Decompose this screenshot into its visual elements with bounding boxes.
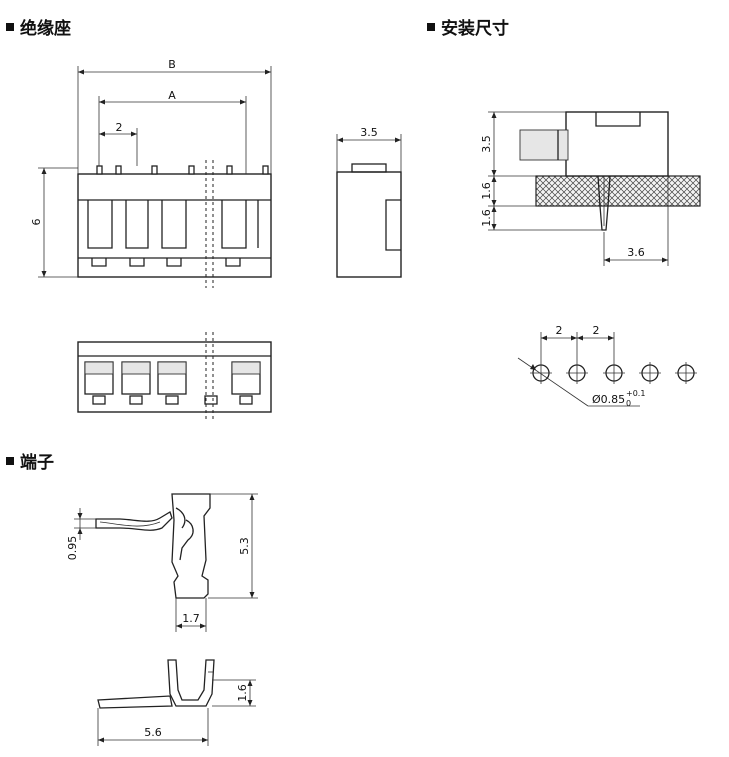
bullet-square-icon — [6, 456, 14, 465]
dim-board: 1.6 — [480, 182, 493, 200]
dim-term-thick: 0.95 — [66, 536, 79, 561]
housing-front-view: B A 2 6 — [30, 58, 272, 288]
mounting-title: 安装尺寸 — [441, 19, 509, 39]
dim-hole-pitch-1: 2 — [556, 324, 563, 337]
dim-hole-dia: Ø0.85 — [592, 393, 625, 406]
dim-mount-height: 3.5 — [480, 135, 493, 153]
dim-hole-pitch-2: 2 — [593, 324, 600, 337]
dim-term-height: 5.3 — [238, 537, 251, 555]
dim-A: A — [168, 89, 176, 102]
dim-pitch: 2 — [116, 121, 123, 134]
dim-depth: 3.5 — [360, 126, 378, 139]
hole-pattern: 2 2 Ø0.85 +0.1 0 — [517, 324, 697, 408]
dim-term-width: 1.7 — [182, 612, 200, 625]
bullet-square-icon — [6, 22, 14, 31]
terminal-side-view: 0.95 5.3 1.7 — [66, 493, 258, 632]
terminal-bottom-view: 1.6 5.6 — [97, 659, 256, 746]
bullet-square-icon — [427, 22, 435, 31]
terminal-title: 端子 — [20, 453, 54, 473]
section-heading-terminal: 端子 — [6, 448, 54, 473]
dim-B: B — [168, 58, 176, 71]
mounting-pcb-view: 3.5 1.6 1.6 3.6 — [480, 111, 701, 266]
housing-bottom-view — [77, 332, 272, 420]
housing-title: 绝缘座 — [20, 19, 71, 39]
dim-pin-offset: 3.6 — [627, 246, 645, 259]
dim-hole-tol-plus: +0.1 — [626, 389, 645, 398]
housing-side-view: 3.5 — [336, 126, 402, 278]
section-heading-mounting: 安装尺寸 — [427, 14, 509, 39]
dim-hole-tol-zero: 0 — [626, 399, 631, 408]
dim-pin-below: 1.6 — [480, 209, 493, 227]
dim-term-side-h: 1.6 — [236, 684, 249, 702]
dim-height: 6 — [30, 219, 43, 226]
section-heading-housing: 绝缘座 — [6, 14, 71, 39]
dim-term-length: 5.6 — [144, 726, 162, 739]
